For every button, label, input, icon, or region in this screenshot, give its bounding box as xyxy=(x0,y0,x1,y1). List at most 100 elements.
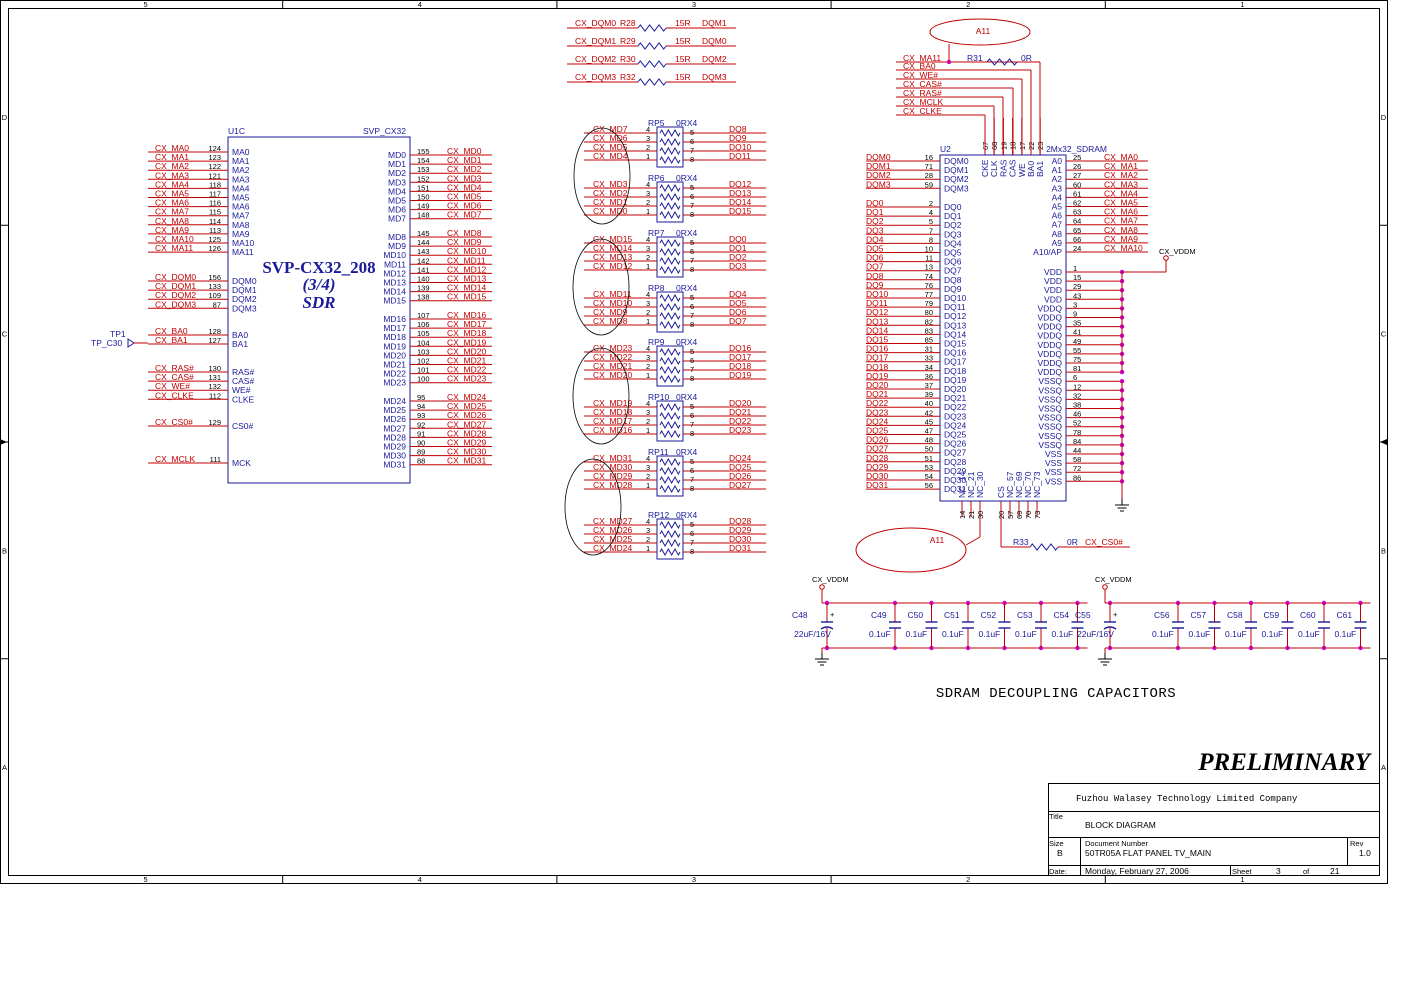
u1c-pin-number: 101 xyxy=(417,366,430,375)
resistor-pack-value: 0RX4 xyxy=(676,392,698,402)
resistor-pack-value: 0RX4 xyxy=(676,173,698,183)
u1c-pin-number: 109 xyxy=(208,291,221,300)
u2-control-net: CX_CLKE xyxy=(903,106,942,116)
u2-pin-number: 55 xyxy=(1073,346,1081,355)
title-block-border xyxy=(1048,783,1380,876)
resistor-pack-reference: RP5 xyxy=(648,118,665,128)
u2-pin-number: 85 xyxy=(925,336,933,345)
u1c-pin-name: MA2 xyxy=(232,165,250,175)
zone-column-label: 2 xyxy=(966,875,970,884)
u2-pin-number: 80 xyxy=(925,308,933,317)
dqm-reference: R29 xyxy=(620,36,636,46)
cap-value: 0.1uF xyxy=(869,629,891,639)
u1c-pin-number: 141 xyxy=(417,265,430,274)
resistor-pack-net-out: DQ12 xyxy=(729,179,751,189)
resistor-pack-pin: 8 xyxy=(690,265,694,274)
cap-value: 0.1uF xyxy=(942,629,964,639)
u1c-pin-name: MA5 xyxy=(232,193,250,203)
u2-net-label: DQ22 xyxy=(866,398,888,408)
u2-net-label: DQ11 xyxy=(866,298,888,308)
u1c-net-label: CX_MA0 xyxy=(155,143,189,153)
u1c-pin-number: 121 xyxy=(208,171,221,180)
u1c-pin-name: MD1 xyxy=(388,159,406,169)
resistor-pack-net-out: DQ1 xyxy=(729,243,747,253)
u1c-pin-number: 128 xyxy=(208,327,221,336)
u1c-pin-name: MA11 xyxy=(232,247,254,257)
u2-net-label: DQ28 xyxy=(866,453,888,463)
u2-net-label: DQ5 xyxy=(866,244,884,254)
u2-pin-number: 51 xyxy=(925,454,933,463)
u1c-net-label: CX_BA0 xyxy=(155,326,188,336)
u1c-pin-name: DQM2 xyxy=(232,294,257,304)
u2-net-label: CX_MA9 xyxy=(1104,234,1138,244)
resistor-pack-pin: 6 xyxy=(690,302,694,311)
zone-row-label: D xyxy=(1381,113,1387,122)
u2-pin-name: DQ7 xyxy=(944,266,962,276)
resistor-pack-pin: 6 xyxy=(690,411,694,420)
u2-net-label: DQ14 xyxy=(866,325,888,335)
u1c-pin-number: 127 xyxy=(208,336,221,345)
resistor-pack-element xyxy=(659,311,681,321)
u1c-net-label: CX_MA7 xyxy=(155,207,189,217)
u2-pin-name: VDDQ xyxy=(1037,303,1062,313)
u2-pin-number: 33 xyxy=(925,354,933,363)
resistor-pack-element xyxy=(659,201,681,211)
cap-reference: C53 xyxy=(1017,610,1033,620)
cap-value: 0.1uF xyxy=(1189,629,1211,639)
center-arrow xyxy=(0,439,7,445)
u1c-net-label: CX_DQM0 xyxy=(155,272,196,282)
resistor-pack-net-in: CX_MD26 xyxy=(593,525,632,535)
u1c-net-label: CX_DQM2 xyxy=(155,290,196,300)
resistor-pack-element xyxy=(659,529,681,539)
u1c-net-label: CX_RAS# xyxy=(155,363,194,373)
resistor-pack-pin: 5 xyxy=(690,238,694,247)
resistor-pack-net-in: CX_MD22 xyxy=(593,352,632,362)
u1c-net-label: CX_MD8 xyxy=(447,228,482,238)
resistor-pack-net-out: DQ6 xyxy=(729,307,747,317)
u2-control-net: CX_BA0 xyxy=(903,61,936,71)
dqm-net-out: DQM3 xyxy=(702,72,727,82)
resistor-pack-pin: 2 xyxy=(646,362,650,371)
resistor-pack-net-in: CX_MD11 xyxy=(593,289,632,299)
u1c-pin-name: RAS# xyxy=(232,367,254,377)
dqm-net-in: CX_DQM0 xyxy=(575,18,616,28)
u2-bottom-pin-number: 73 xyxy=(1033,511,1042,519)
u2-top-pin-name: CLK xyxy=(989,160,999,177)
resistor-pack-pin: 2 xyxy=(646,417,650,426)
u2-top-pin-name: BA1 xyxy=(1035,161,1045,177)
resistor-pack-pin: 1 xyxy=(646,426,650,435)
capacitor-bank-c48-c54: CX_VDDM+C4822uF/16VC490.1uFC500.1uFC510.… xyxy=(792,575,1088,666)
u2-top-pin-name: CKE xyxy=(980,159,990,177)
resistor-pack-net-out: DQ15 xyxy=(729,206,751,216)
u2-net-label: CX_MA7 xyxy=(1104,216,1138,226)
resistor-pack-pin: 7 xyxy=(690,311,694,320)
dqm-resistor xyxy=(637,78,667,86)
u2-net-label: DQM0 xyxy=(866,152,891,162)
r31-reference: R31 xyxy=(967,53,983,63)
u2-pin-number: 9 xyxy=(1073,310,1077,319)
u1c-net-label: CX_MD11 xyxy=(447,255,486,265)
u2-pin-number: 81 xyxy=(1073,364,1081,373)
resistor-pack-net-in: CX_MD18 xyxy=(593,407,632,417)
u1c-net-label: CX_MD15 xyxy=(447,292,486,302)
u2-net-label: DQ4 xyxy=(866,234,884,244)
u2-pin-number: 1 xyxy=(1073,264,1077,273)
u2-pin-number: 64 xyxy=(1073,217,1081,226)
u1c-net-label: CX_MD4 xyxy=(447,182,482,192)
u2-bottom-pin-name: NC_30 xyxy=(975,471,985,498)
u2-pin-name: DQ30 xyxy=(944,475,966,485)
u1c-pin-number: 87 xyxy=(213,300,221,309)
u2-pin-name: DQ12 xyxy=(944,311,966,321)
resistor-pack-pin: 8 xyxy=(690,155,694,164)
resistor-pack-pin: 4 xyxy=(646,399,650,408)
dqm-resistor xyxy=(637,42,667,50)
u1c-pin-name: MA8 xyxy=(232,220,250,230)
u1c-pin-name: MD25 xyxy=(383,405,406,415)
zone-column-label: 3 xyxy=(692,0,696,9)
